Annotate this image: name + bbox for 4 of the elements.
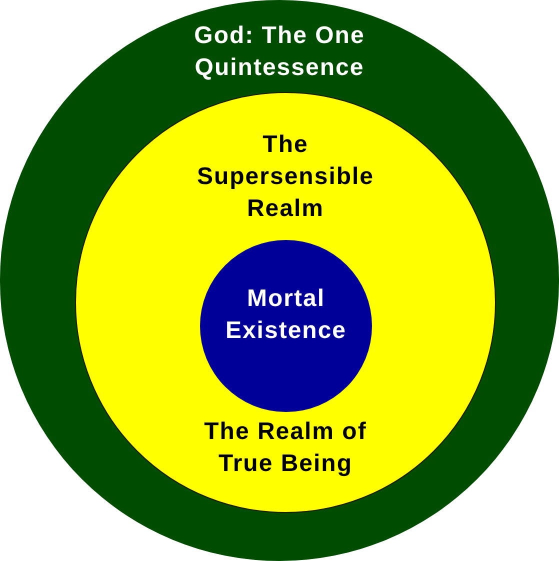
circle-label: God: The One Quintessence [193, 21, 366, 83]
circle-label: Mortal Existence [224, 284, 348, 346]
circle-label: The Realm of True Being [203, 417, 368, 479]
circle-label: The Supersensible Realm [196, 130, 376, 224]
